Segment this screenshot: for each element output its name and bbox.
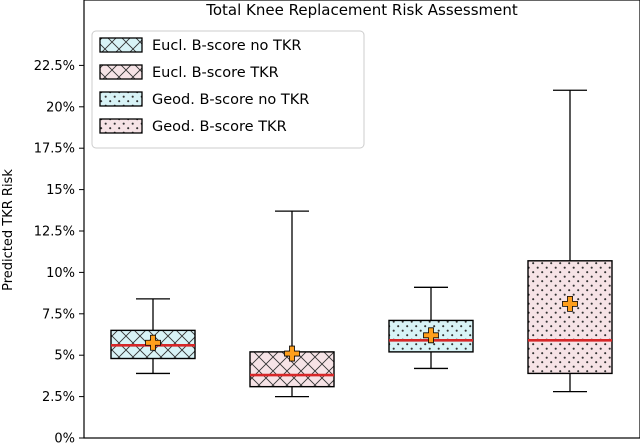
y-tick-label: 22.5% [34,59,75,74]
legend-label: Eucl. B-score TKR [152,65,279,81]
plot-frame [83,0,640,439]
y-axis: 0% 2.5% 5% 7.5% 10% 12.5% 15% 17.5% 20% 22.5% [34,59,84,445]
legend-swatch [99,64,143,80]
y-tick-label: 20% [46,100,75,115]
y-tick-label: 5% [54,349,75,364]
mean-marker [423,327,439,344]
legend-swatch [99,37,143,53]
box-body [249,351,335,388]
legend-label: Geod. B-score TKR [152,119,287,135]
mean-marker [562,295,578,312]
box-4 [527,89,613,393]
box-1 [110,298,196,375]
y-tick-label: 12.5% [34,225,75,240]
chart-title: Total Knee Replacement Risk Assessment [205,1,518,19]
y-tick-label: 7.5% [42,307,75,322]
box-series-group [110,89,613,398]
box-2 [249,210,335,398]
legend-swatch [99,91,143,107]
legend-frame [91,30,365,149]
y-tick-label: 17.5% [34,142,75,157]
legend-swatch [99,118,143,134]
y-tick-label: 15% [46,183,75,198]
mean-marker [284,345,300,362]
box-body [527,260,613,375]
legend-label: Eucl. B-score no TKR [152,38,301,54]
mean-marker [145,334,161,351]
y-tick-label: 2.5% [42,390,75,405]
box-3 [388,286,474,370]
legend-label: Geod. B-score no TKR [152,92,309,108]
y-tick-label: 10% [46,266,75,281]
legend: Eucl. B-score no TKR Eucl. B-score TKR Geo… [91,30,365,149]
y-axis-label: Predicted TKR Risk [1,169,16,291]
y-tick-label: 0% [54,432,75,445]
